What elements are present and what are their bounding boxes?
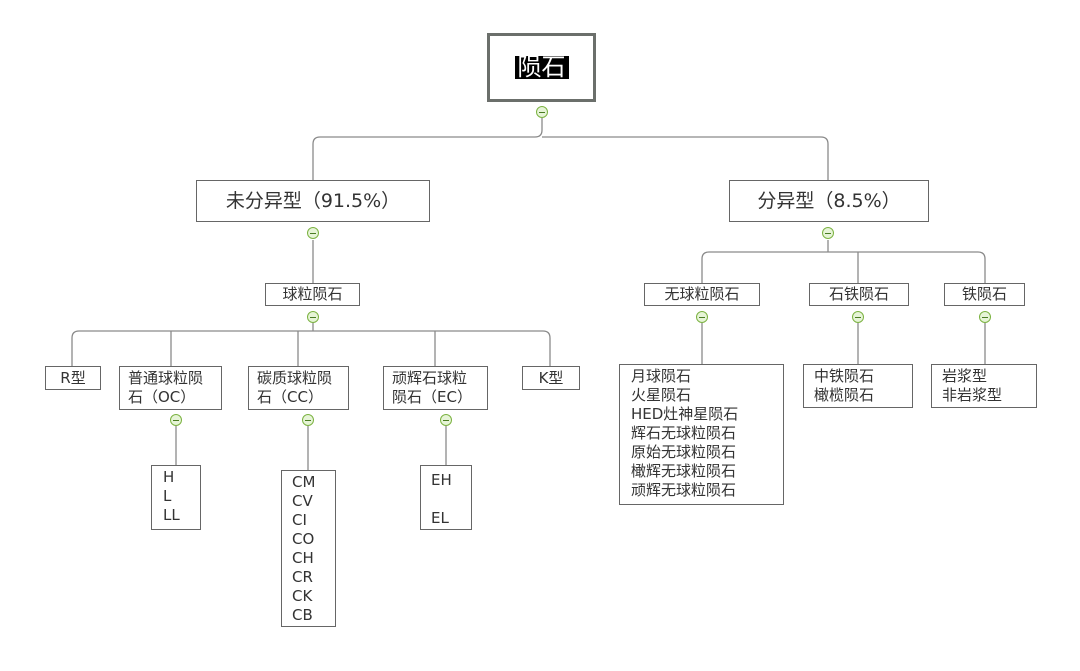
node-ec[interactable]: 顽辉石球粒陨石（EC）	[383, 366, 488, 410]
list-item: CK	[292, 587, 313, 605]
list-item: CI	[292, 511, 307, 529]
collapse-icon[interactable]	[440, 414, 452, 426]
node-iron[interactable]: 铁陨石	[944, 283, 1025, 306]
collapse-icon[interactable]	[696, 311, 708, 323]
achondrite-list[interactable]: 月球陨石 火星陨石 HED灶神星陨石 辉石无球粒陨石 原始无球粒陨石 橄辉无球粒…	[619, 364, 784, 505]
list-item: 橄榄陨石	[814, 386, 875, 404]
list-item: CV	[292, 492, 313, 510]
cc-list[interactable]: CM CV CI CO CH CR CK CB	[281, 470, 336, 627]
node-undifferentiated[interactable]: 未分异型（91.5%）	[196, 180, 430, 222]
list-item: L	[163, 487, 172, 505]
list-item: 顽辉无球粒陨石	[631, 481, 737, 499]
node-achondrite[interactable]: 无球粒陨石	[644, 283, 760, 306]
list-item: HED灶神星陨石	[631, 405, 739, 423]
root-label: 陨石	[514, 55, 569, 79]
list-item: EL	[431, 509, 449, 527]
list-item: 非岩浆型	[942, 386, 1003, 404]
node-stony-iron[interactable]: 石铁陨石	[809, 283, 909, 306]
list-item: 原始无球粒陨石	[631, 443, 737, 461]
collapse-icon[interactable]	[822, 227, 834, 239]
list-item: CB	[292, 606, 313, 624]
list-item: CR	[292, 568, 313, 586]
list-item: 月球陨石	[631, 367, 692, 385]
node-k-type[interactable]: K型	[522, 366, 580, 390]
list-item: CH	[292, 549, 314, 567]
root-node[interactable]: 陨石	[487, 33, 596, 102]
list-item: EH	[431, 471, 452, 489]
list-item: CO	[292, 530, 315, 548]
list-item: LL	[163, 506, 180, 524]
list-item: 辉石无球粒陨石	[631, 424, 737, 442]
node-r-type[interactable]: R型	[45, 366, 101, 390]
list-item: 橄辉无球粒陨石	[631, 462, 737, 480]
collapse-icon[interactable]	[307, 311, 319, 323]
list-item: 岩浆型	[942, 367, 988, 385]
stony-iron-list[interactable]: 中铁陨石 橄榄陨石	[803, 364, 913, 408]
list-item: 火星陨石	[631, 386, 692, 404]
list-item: CM	[292, 473, 316, 491]
collapse-icon[interactable]	[302, 414, 314, 426]
collapse-icon[interactable]	[979, 311, 991, 323]
list-spacer	[431, 490, 463, 509]
oc-list[interactable]: H L LL	[151, 465, 201, 530]
list-item: 中铁陨石	[814, 367, 875, 385]
list-item: H	[163, 468, 175, 486]
node-oc[interactable]: 普通球粒陨石（OC）	[119, 366, 222, 410]
node-differentiated[interactable]: 分异型（8.5%）	[729, 180, 929, 222]
ec-list[interactable]: EH EL	[420, 465, 472, 530]
collapse-icon[interactable]	[170, 414, 182, 426]
collapse-icon[interactable]	[307, 227, 319, 239]
collapse-icon[interactable]	[852, 311, 864, 323]
node-chondrite[interactable]: 球粒陨石	[265, 283, 360, 306]
iron-list[interactable]: 岩浆型 非岩浆型	[931, 364, 1037, 408]
collapse-icon[interactable]	[536, 106, 548, 118]
node-cc[interactable]: 碳质球粒陨石（CC）	[248, 366, 349, 410]
